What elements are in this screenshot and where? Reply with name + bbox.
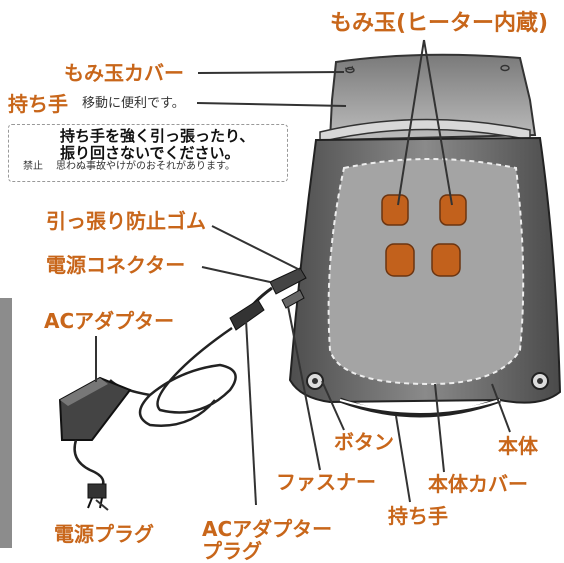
side-tab-bar xyxy=(0,298,12,548)
adapter-plug-shape xyxy=(229,299,265,331)
massage-rollers xyxy=(381,194,467,277)
label-body-cover: 本体カバー xyxy=(428,472,528,496)
label-momidama-cover: もみ玉カバー xyxy=(64,61,184,85)
label-fastener: ファスナー xyxy=(276,470,376,494)
label-strain-relief: 引っ張り防止ゴム xyxy=(46,209,206,233)
warning-box xyxy=(8,124,288,182)
label-power-plug: 電源プラグ xyxy=(54,522,154,546)
label-button: ボタン xyxy=(334,430,394,454)
prohibited-label: 禁止 xyxy=(23,161,43,172)
label-power-connector: 電源コネクター xyxy=(46,253,186,277)
inner-cushion xyxy=(327,158,525,386)
label-momidama-heater: もみ玉(ヒーター内蔵) xyxy=(330,11,549,36)
warning-line2: 振り回さないでください。 xyxy=(60,144,240,162)
warning-line1: 持ち手を強く引っ張ったり、 xyxy=(60,127,255,145)
top-cushion xyxy=(328,53,537,142)
label-handle-top: 持ち手 xyxy=(8,92,68,116)
label-handle-bottom: 持ち手 xyxy=(388,504,448,528)
label-ac-adapter: ACアダプター xyxy=(44,309,175,333)
bottom-handle xyxy=(339,397,501,418)
handle-note: 移動に便利です。 xyxy=(82,96,185,111)
label-body: 本体 xyxy=(498,434,538,458)
warning-sub: 思わぬ事故やけがのおそれがあります。 xyxy=(56,161,235,172)
label-ac-adapter-plug-2: プラグ xyxy=(202,539,262,563)
label-ac-adapter-plug-1: ACアダプター xyxy=(202,517,333,541)
